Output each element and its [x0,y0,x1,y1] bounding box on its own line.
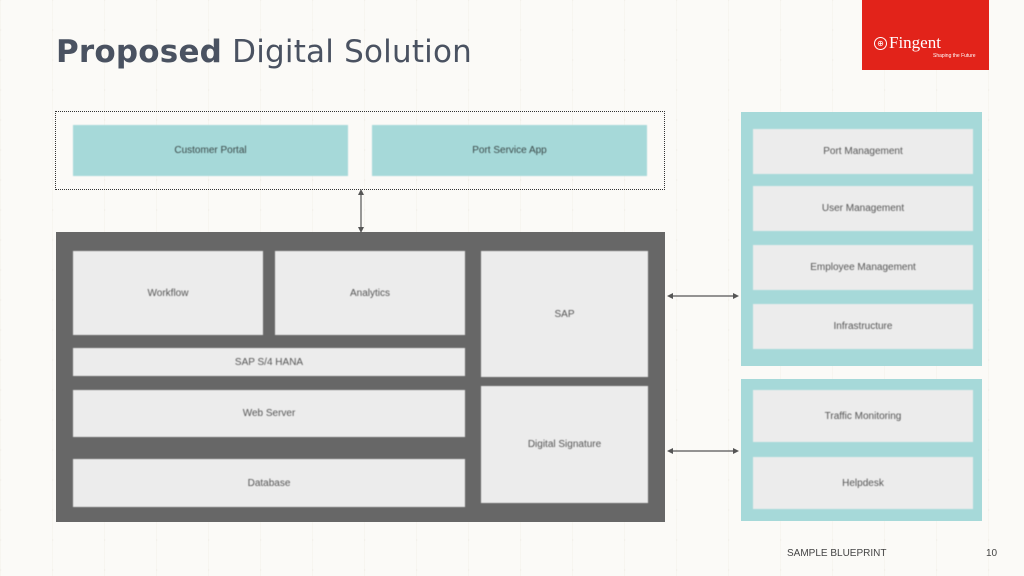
workflow-block: Workflow [73,251,263,335]
employee-management-block: Employee Management [753,245,973,290]
helpdesk-block: Helpdesk [753,457,973,509]
block-label: User Management [821,203,905,214]
block-label: Port Management [823,146,903,157]
horizontal-double-arrow-icon [667,293,739,299]
footer-label: SAMPLE BLUEPRINT [787,548,887,559]
title-bold: Proposed [56,34,223,70]
page-number: 10 [986,548,998,559]
sap-s4-hana-block: SAP S/4 HANA [73,348,465,376]
page-title: Proposed Digital Solution [56,34,472,70]
block-label: Helpdesk [842,477,884,489]
block-label: Workflow [147,287,189,299]
web-server-block: Web Server [73,390,465,437]
block-label: Infrastructure [833,321,893,332]
customer-portal-block: Customer Portal [73,125,348,176]
block-label: Port Service App [472,145,547,156]
block-label: Database [247,477,291,489]
traffic-monitoring-block: Traffic Monitoring [753,390,973,442]
logo-tagline: Shaping the Future [933,53,976,59]
block-label: SAP [554,308,575,320]
fingent-logo: ⊕ Fingent Shaping the Future [862,0,989,70]
block-label: Employee Management [810,262,916,273]
horizontal-double-arrow-icon [667,448,739,454]
infrastructure-block: Infrastructure [753,304,973,349]
port-management-block: Port Management [753,129,973,174]
vertical-double-arrow-icon [358,189,364,233]
block-label: Customer Portal [174,145,247,156]
title-light: Digital Solution [232,34,473,70]
sap-block: SAP [481,251,648,377]
digital-signature-block: Digital Signature [481,386,648,503]
database-block: Database [73,459,465,507]
analytics-block: Analytics [275,251,465,335]
block-label: Traffic Monitoring [824,410,902,422]
block-label: SAP S/4 HANA [234,356,304,368]
port-service-app-block: Port Service App [372,125,647,176]
frontend-group [55,111,665,190]
logo-brand: Fingent [889,33,941,52]
block-label: Analytics [349,287,390,299]
globe-icon: ⊕ [874,37,887,50]
block-label: Web Server [242,408,296,419]
block-label: Digital Signature [527,439,602,450]
user-management-block: User Management [753,186,973,231]
